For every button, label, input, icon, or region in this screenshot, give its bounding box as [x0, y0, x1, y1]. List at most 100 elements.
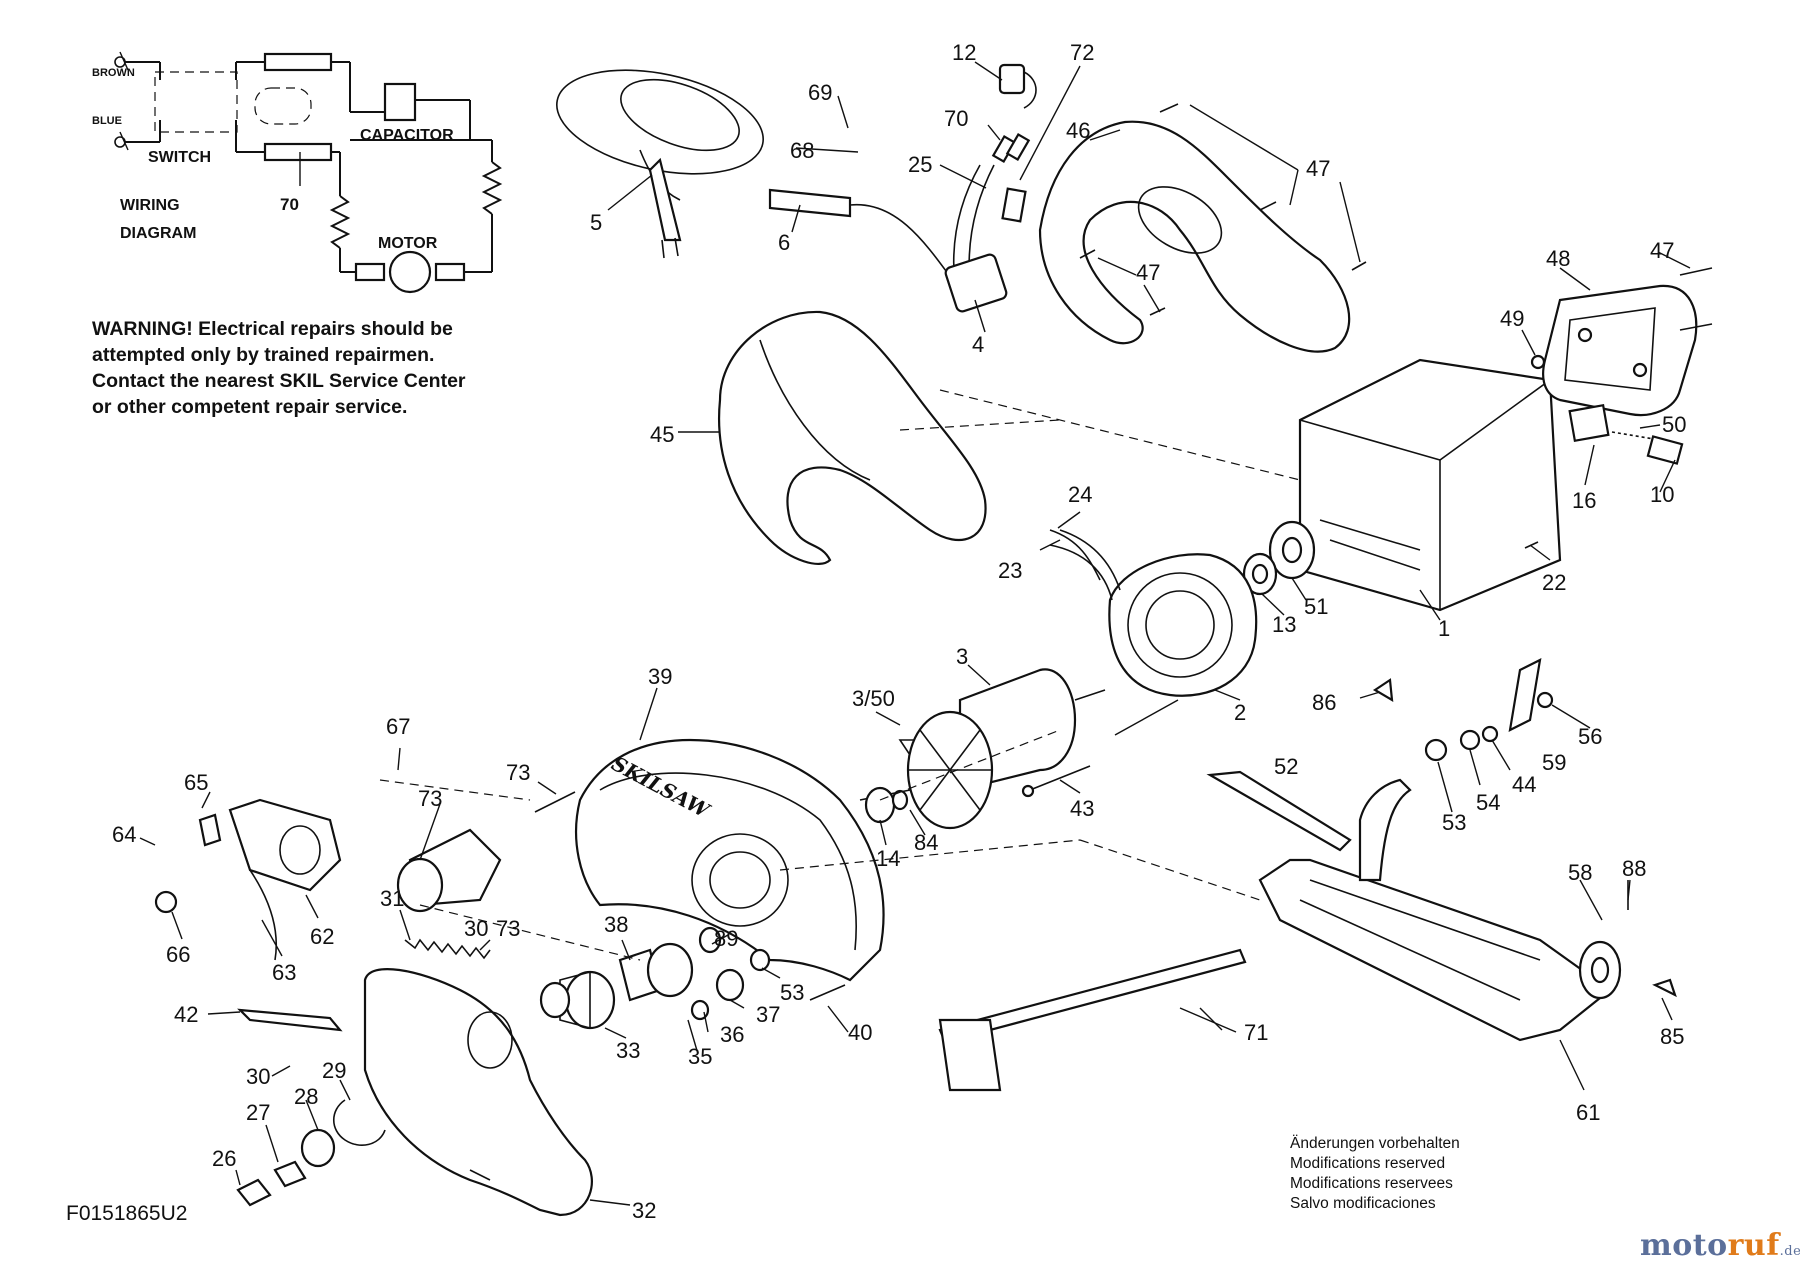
callout-40: 40 — [848, 1020, 872, 1045]
callout-71: 71 — [1244, 1020, 1268, 1045]
callout-52: 52 — [1274, 754, 1298, 779]
note-fr: Modifications reservees — [1290, 1175, 1453, 1192]
armature-part — [859, 668, 1106, 830]
callout-49: 49 — [1500, 306, 1524, 331]
warning-line-4: or other competent repair service. — [92, 396, 408, 418]
callout-47-right: 47 — [1650, 238, 1674, 263]
callout-5: 5 — [590, 210, 602, 235]
callout-labels: 1 2 3 3/50 4 5 6 10 12 13 14 16 22 23 24… — [112, 40, 1686, 1223]
spring-part — [404, 938, 491, 960]
stator-part — [1049, 529, 1258, 697]
upper-guard-part: SKILSAW — [574, 738, 885, 982]
callout-88: 88 — [1622, 856, 1646, 881]
capacitor-label: CAPACITOR — [360, 127, 454, 144]
blade-fastener-parts — [236, 1099, 386, 1207]
callout-30-upper: 30 — [464, 916, 488, 941]
callout-66: 66 — [166, 942, 190, 967]
callout-12: 12 — [952, 40, 976, 65]
note-en: Modifications reserved — [1290, 1155, 1446, 1172]
switch-plate-part — [154, 798, 342, 961]
callout-65: 65 — [184, 770, 208, 795]
callout-22: 22 — [1542, 570, 1566, 595]
motor-label: MOTOR — [378, 235, 438, 252]
callout-16: 16 — [1572, 488, 1596, 513]
callout-50: 50 — [1662, 412, 1686, 437]
wiring-title-line1: WIRING — [120, 197, 180, 214]
watermark-part-2: ruf — [1727, 1228, 1780, 1263]
callout-53-right: 53 — [1442, 810, 1466, 835]
callout-43: 43 — [1070, 796, 1094, 821]
callout-85: 85 — [1660, 1024, 1684, 1049]
callout-44: 44 — [1512, 772, 1536, 797]
base-plate-part — [1258, 778, 1622, 1042]
callout-58: 58 — [1568, 860, 1592, 885]
callout-23: 23 — [998, 558, 1022, 583]
callout-39: 39 — [648, 664, 672, 689]
watermark-part-3: .de — [1779, 1244, 1800, 1259]
callout-2: 2 — [1234, 700, 1246, 725]
callout-3-50: 3/50 — [852, 686, 895, 711]
warning-line-1: WARNING! Electrical repairs should be — [92, 318, 453, 340]
wiring-title-line2: DIAGRAM — [120, 225, 196, 242]
screw-part — [1021, 765, 1091, 798]
small-screws-parts — [1079, 103, 1713, 998]
warning-line-2: attempted only by trained repairmen. — [92, 344, 435, 366]
wiring-part-70-label: 70 — [280, 195, 299, 214]
callout-70: 70 — [944, 106, 968, 131]
assembly-dash-lines — [379, 389, 1301, 961]
motor-bracket-part — [396, 791, 576, 913]
callout-10: 10 — [1650, 482, 1674, 507]
callout-69: 69 — [808, 80, 832, 105]
callout-64: 64 — [112, 822, 136, 847]
callout-26: 26 — [212, 1146, 236, 1171]
callout-59: 59 — [1542, 750, 1566, 775]
cable-and-terminal-part — [849, 63, 1081, 313]
modifications-notes: Änderungen vorbehalten Modifications res… — [1290, 1134, 1550, 1214]
warning-notice: WARNING! Electrical repairs should be at… — [92, 316, 562, 420]
brush-holder-part — [1568, 404, 1684, 465]
brown-label: BROWN — [92, 67, 135, 79]
callout-73-top: 73 — [506, 760, 530, 785]
callout-47-mid: 47 — [1136, 260, 1160, 285]
callout-33: 33 — [616, 1038, 640, 1063]
callout-14: 14 — [876, 846, 900, 871]
gear-part — [539, 926, 846, 1030]
callout-24: 24 — [1068, 482, 1092, 507]
callout-28: 28 — [294, 1084, 318, 1109]
callout-47-top: 47 — [1306, 156, 1330, 181]
callout-72: 72 — [1070, 40, 1094, 65]
callout-32: 32 — [632, 1198, 656, 1223]
callout-38: 38 — [604, 912, 628, 937]
watermark-part-1: moto — [1640, 1228, 1728, 1263]
callout-25: 25 — [908, 152, 932, 177]
lever-part — [237, 1008, 343, 1032]
callout-42: 42 — [174, 1002, 198, 1027]
callout-51: 51 — [1304, 594, 1328, 619]
callout-31: 31 — [380, 886, 404, 911]
callout-30-lower: 30 — [246, 1064, 270, 1089]
callout-46: 46 — [1066, 118, 1090, 143]
callout-48: 48 — [1546, 246, 1570, 271]
depth-adjust-part — [1206, 658, 1554, 852]
end-cap-part — [1542, 284, 1698, 416]
callout-73-left: 73 — [418, 786, 442, 811]
note-de: Änderungen vorbehalten — [1290, 1135, 1460, 1152]
callout-3: 3 — [956, 644, 968, 669]
wiring-diagram: BROWN BLUE SWITCH CAPACITOR MOTOR 70 WIR… — [92, 51, 503, 294]
lead-wires-part — [1049, 529, 1101, 581]
figure-code: F0151865U2 — [66, 1202, 188, 1225]
callout-27: 27 — [246, 1100, 270, 1125]
callout-68: 68 — [790, 138, 814, 163]
callout-35: 35 — [688, 1044, 712, 1069]
callout-63: 63 — [272, 960, 296, 985]
power-cord-part — [556, 69, 852, 259]
handle-cover-part — [1038, 120, 1351, 353]
callout-45: 45 — [650, 422, 674, 447]
warning-line-3: Contact the nearest SKIL Service Center — [92, 370, 466, 392]
blue-label: BLUE — [92, 115, 122, 127]
callout-29: 29 — [322, 1058, 346, 1083]
callout-89: 89 — [714, 926, 738, 951]
callout-84: 84 — [914, 830, 938, 855]
rip-fence-part — [938, 948, 1247, 1092]
